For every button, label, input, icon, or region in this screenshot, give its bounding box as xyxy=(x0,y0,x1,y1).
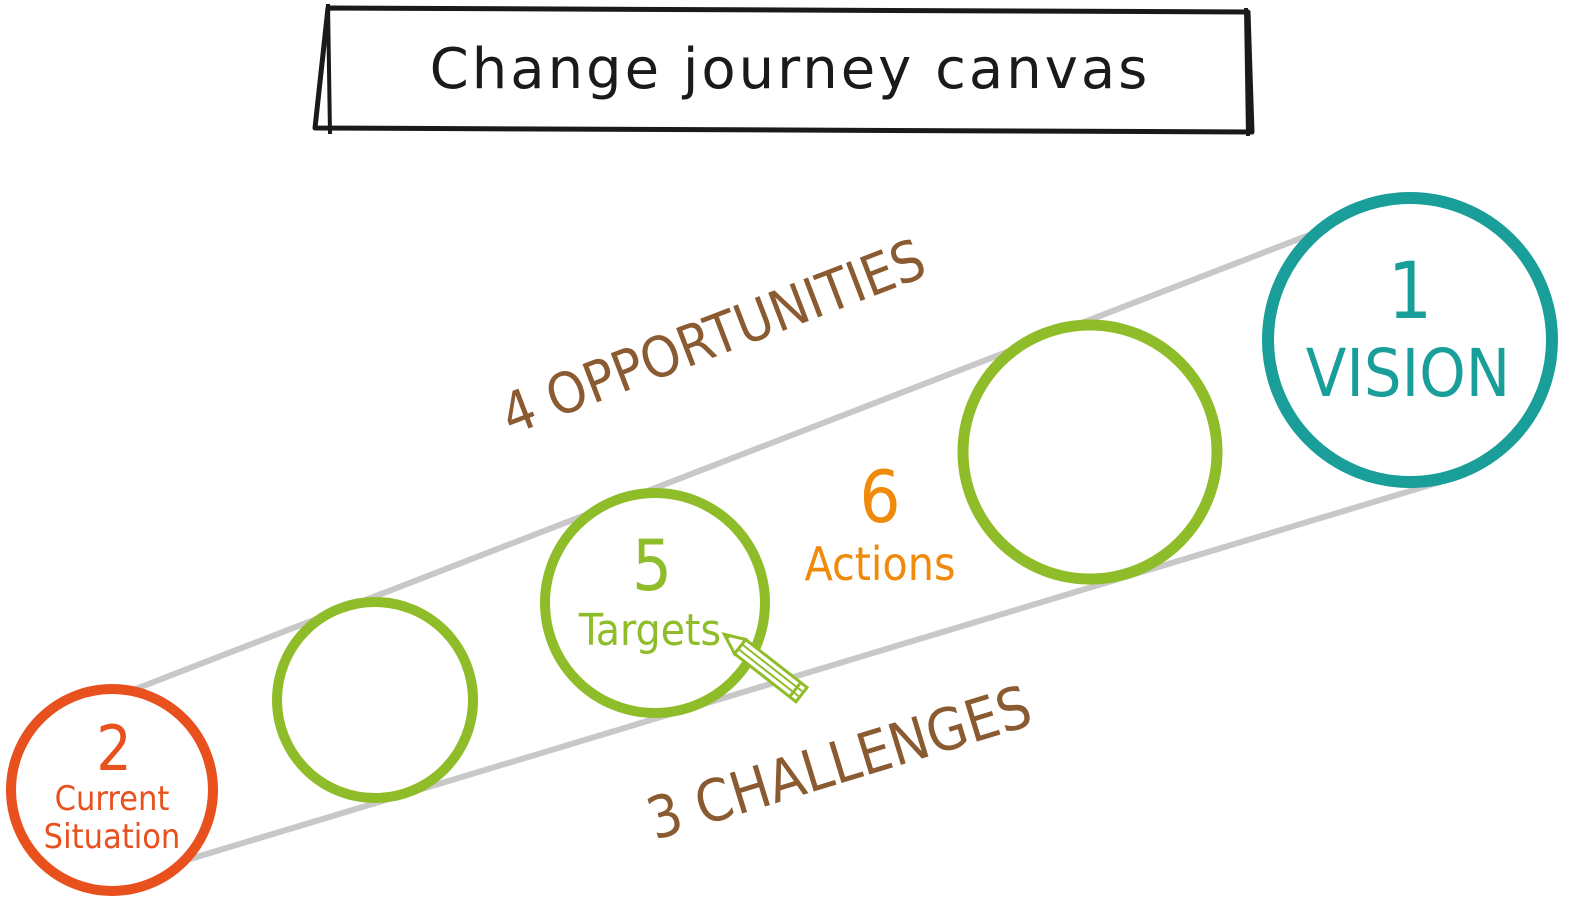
current-label-line2: Situation xyxy=(44,817,181,857)
title-box: Change journey canvas xyxy=(312,3,1255,137)
pencil-icon-tip xyxy=(721,632,749,657)
pencil-icon-line-1 xyxy=(741,643,804,694)
empty-circle-1 xyxy=(272,597,478,803)
pencil-icon xyxy=(721,632,810,704)
current-number: 2 xyxy=(96,712,131,785)
actions-number: 6 xyxy=(859,455,900,539)
title-box-tick-left xyxy=(326,3,332,135)
vision-number: 1 xyxy=(1388,247,1433,337)
vision-circle xyxy=(1262,192,1558,488)
vision-label: VISION xyxy=(1306,335,1510,412)
pencil-icon-lead xyxy=(724,634,731,641)
page-title: Change journey canvas xyxy=(430,37,1151,102)
title-box-tick-right xyxy=(1244,7,1250,137)
targets-label: Targets xyxy=(578,605,721,656)
empty-circle-2 xyxy=(957,319,1223,585)
pencil-icon-line-2 xyxy=(737,648,801,698)
targets-circle xyxy=(540,488,770,718)
current-situation-node: 2 Current Situation xyxy=(44,712,181,857)
title-box-frame xyxy=(312,5,1255,135)
current-label-line1: Current xyxy=(55,779,170,819)
opportunities-label: 4 OPPORTUNITIES xyxy=(492,227,934,448)
actions-label-group: 6 Actions xyxy=(804,455,955,591)
vision-node: 1 VISION xyxy=(1306,247,1510,412)
journey-circles xyxy=(6,192,1558,896)
current-situation-circle xyxy=(6,684,218,896)
targets-node: 5 Targets xyxy=(578,525,721,656)
targets-number: 5 xyxy=(632,525,672,607)
actions-label: Actions xyxy=(804,537,955,591)
pencil-icon-end xyxy=(788,681,802,698)
